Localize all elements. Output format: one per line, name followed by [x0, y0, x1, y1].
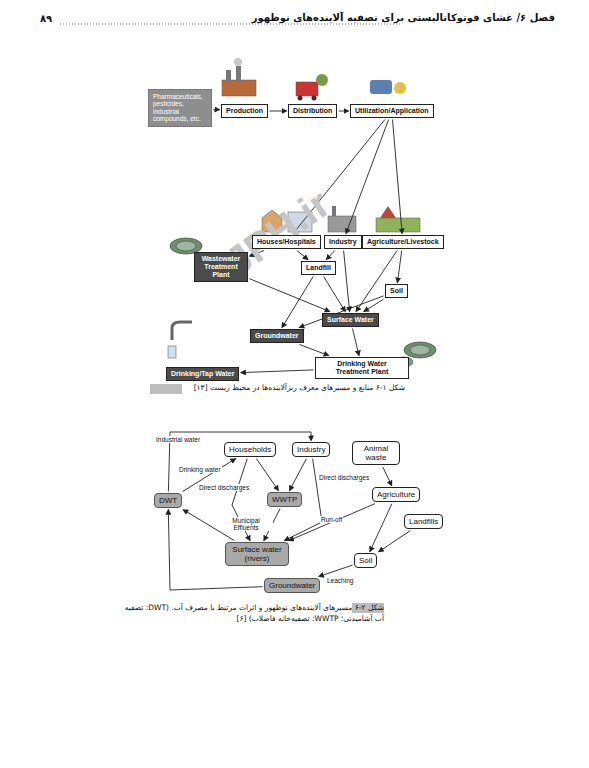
figure-caption: شکل ۲-۶ مسیرهای آلاینده‌های نوظهور و اثر…: [124, 602, 384, 625]
flow-arrow: [370, 504, 392, 552]
node-text: Drinking/Tap Water: [171, 370, 234, 378]
process-box-shaded: WWTP: [267, 492, 302, 507]
node-text: Wastewater Treatment Plant: [199, 255, 243, 279]
process-box: Agriculture/Livestock: [362, 235, 444, 249]
node-text: Groundwater: [269, 581, 315, 590]
process-box: Pharmaceuticals, pesticides, industrial …: [148, 89, 212, 127]
process-box: Houses/Hospitals: [252, 235, 321, 249]
flow-arrow: [344, 251, 350, 312]
node-text: Houses/Hospitals: [257, 238, 316, 246]
process-box: Animal waste: [352, 441, 400, 465]
flow-arrow: [356, 251, 397, 312]
flow-arrow: [319, 565, 353, 576]
edge-label: Run-off: [320, 516, 343, 523]
factory-icon: [222, 58, 256, 96]
flow-arrow: [214, 109, 220, 110]
process-box: Landfill: [301, 261, 336, 275]
flow-arrow: [324, 277, 346, 312]
pills-icon: [370, 80, 406, 94]
page-number: ۸۹: [40, 13, 52, 24]
flow-arrow: [290, 459, 307, 491]
edge-label: Direct discharges: [318, 474, 370, 481]
flow-arrow: [346, 120, 389, 234]
process-box: Industry: [324, 235, 362, 249]
flow-arrow: [398, 251, 402, 283]
process-box-shaded: Wastewater Treatment Plant: [194, 252, 248, 282]
node-text: Agriculture: [377, 490, 415, 499]
node-text: Drinking Water Treatment Plant: [320, 360, 404, 376]
node-text: Animal waste: [357, 444, 395, 462]
node-text: Soil: [390, 287, 403, 295]
node-text: Surface water (rivers): [230, 545, 284, 563]
trucks-icon: [296, 74, 328, 101]
process-box: Agriculture: [372, 487, 420, 502]
process-box-shaded: Surface water (rivers): [225, 542, 289, 566]
flow-arrow: [297, 251, 308, 260]
node-text: Industry: [297, 445, 325, 454]
edge-label: Industrial water: [155, 436, 201, 443]
flow-arrow: [326, 251, 334, 260]
flow-arrow: [282, 277, 313, 328]
flow-arrow: [250, 279, 330, 312]
flow-arrow: [241, 370, 314, 373]
process-box-shaded: Drinking/Tap Water: [166, 367, 239, 381]
edge-label: Municipal Effluents: [219, 517, 273, 531]
node-text: Households: [229, 445, 271, 454]
node-text: WWTP: [272, 495, 297, 504]
process-box: Industry: [292, 442, 330, 457]
node-text: Distribution: [293, 107, 332, 115]
process-box-shaded: Surface Water: [322, 313, 379, 327]
header-rule: [60, 24, 400, 25]
flow-arrow: [339, 111, 349, 112]
node-text: Surface Water: [327, 316, 374, 324]
flow-arrow: [364, 299, 384, 311]
process-box: Households: [224, 442, 276, 457]
process-box-shaded: DWT: [154, 493, 182, 508]
node-text: Production: [226, 107, 263, 115]
node-text: Landfills: [409, 517, 438, 526]
flow-arrow: [299, 296, 383, 328]
figure-number-patch: [150, 384, 182, 394]
process-box-shaded: Groundwater: [264, 578, 320, 593]
tap-icon: [168, 322, 192, 358]
process-box: Landfills: [404, 514, 443, 529]
running-header: فصل ۶/ غشای فوتوکاتالیستی برای تصفیه آلا…: [248, 12, 555, 23]
node-text: Utilization/Application: [355, 107, 429, 115]
flow-arrow: [393, 120, 403, 234]
process-box: Drinking Water Treatment Plant: [315, 357, 409, 379]
process-box: Production: [221, 104, 268, 118]
edge-label: Direct discharges: [198, 484, 250, 491]
flow-arrow: [256, 459, 278, 491]
node-text: Industry: [329, 238, 357, 246]
node-text: Agriculture/Livestock: [367, 238, 439, 246]
node-text: Soil: [359, 556, 372, 565]
process-box: Distribution: [288, 104, 337, 118]
flow-arrow: [353, 329, 360, 356]
node-text: Groundwater: [255, 332, 299, 340]
treatment-tanks-icon: [170, 238, 436, 367]
flow-arrow: [270, 111, 287, 112]
edge-label: Drinking water: [178, 466, 222, 473]
process-box: Soil: [385, 284, 408, 298]
flow-arrow: [383, 467, 392, 486]
process-box: Utilization/Application: [350, 104, 434, 118]
flow-arrow: [379, 531, 410, 552]
flow-arrow: [300, 345, 329, 356]
process-box: Soil: [354, 553, 377, 568]
process-box-shaded: Groundwater: [250, 329, 304, 343]
figure-caption: شکل ۱-۶ منابع و مسیرهای معرف ریزآلاینده‌…: [194, 383, 405, 392]
node-text: Landfill: [306, 264, 331, 272]
edge-label: Leaching: [326, 577, 354, 584]
node-text: Pharmaceuticals, pesticides, industrial …: [153, 93, 207, 123]
node-text: DWT: [159, 496, 177, 505]
flow-arrow: [289, 504, 375, 541]
